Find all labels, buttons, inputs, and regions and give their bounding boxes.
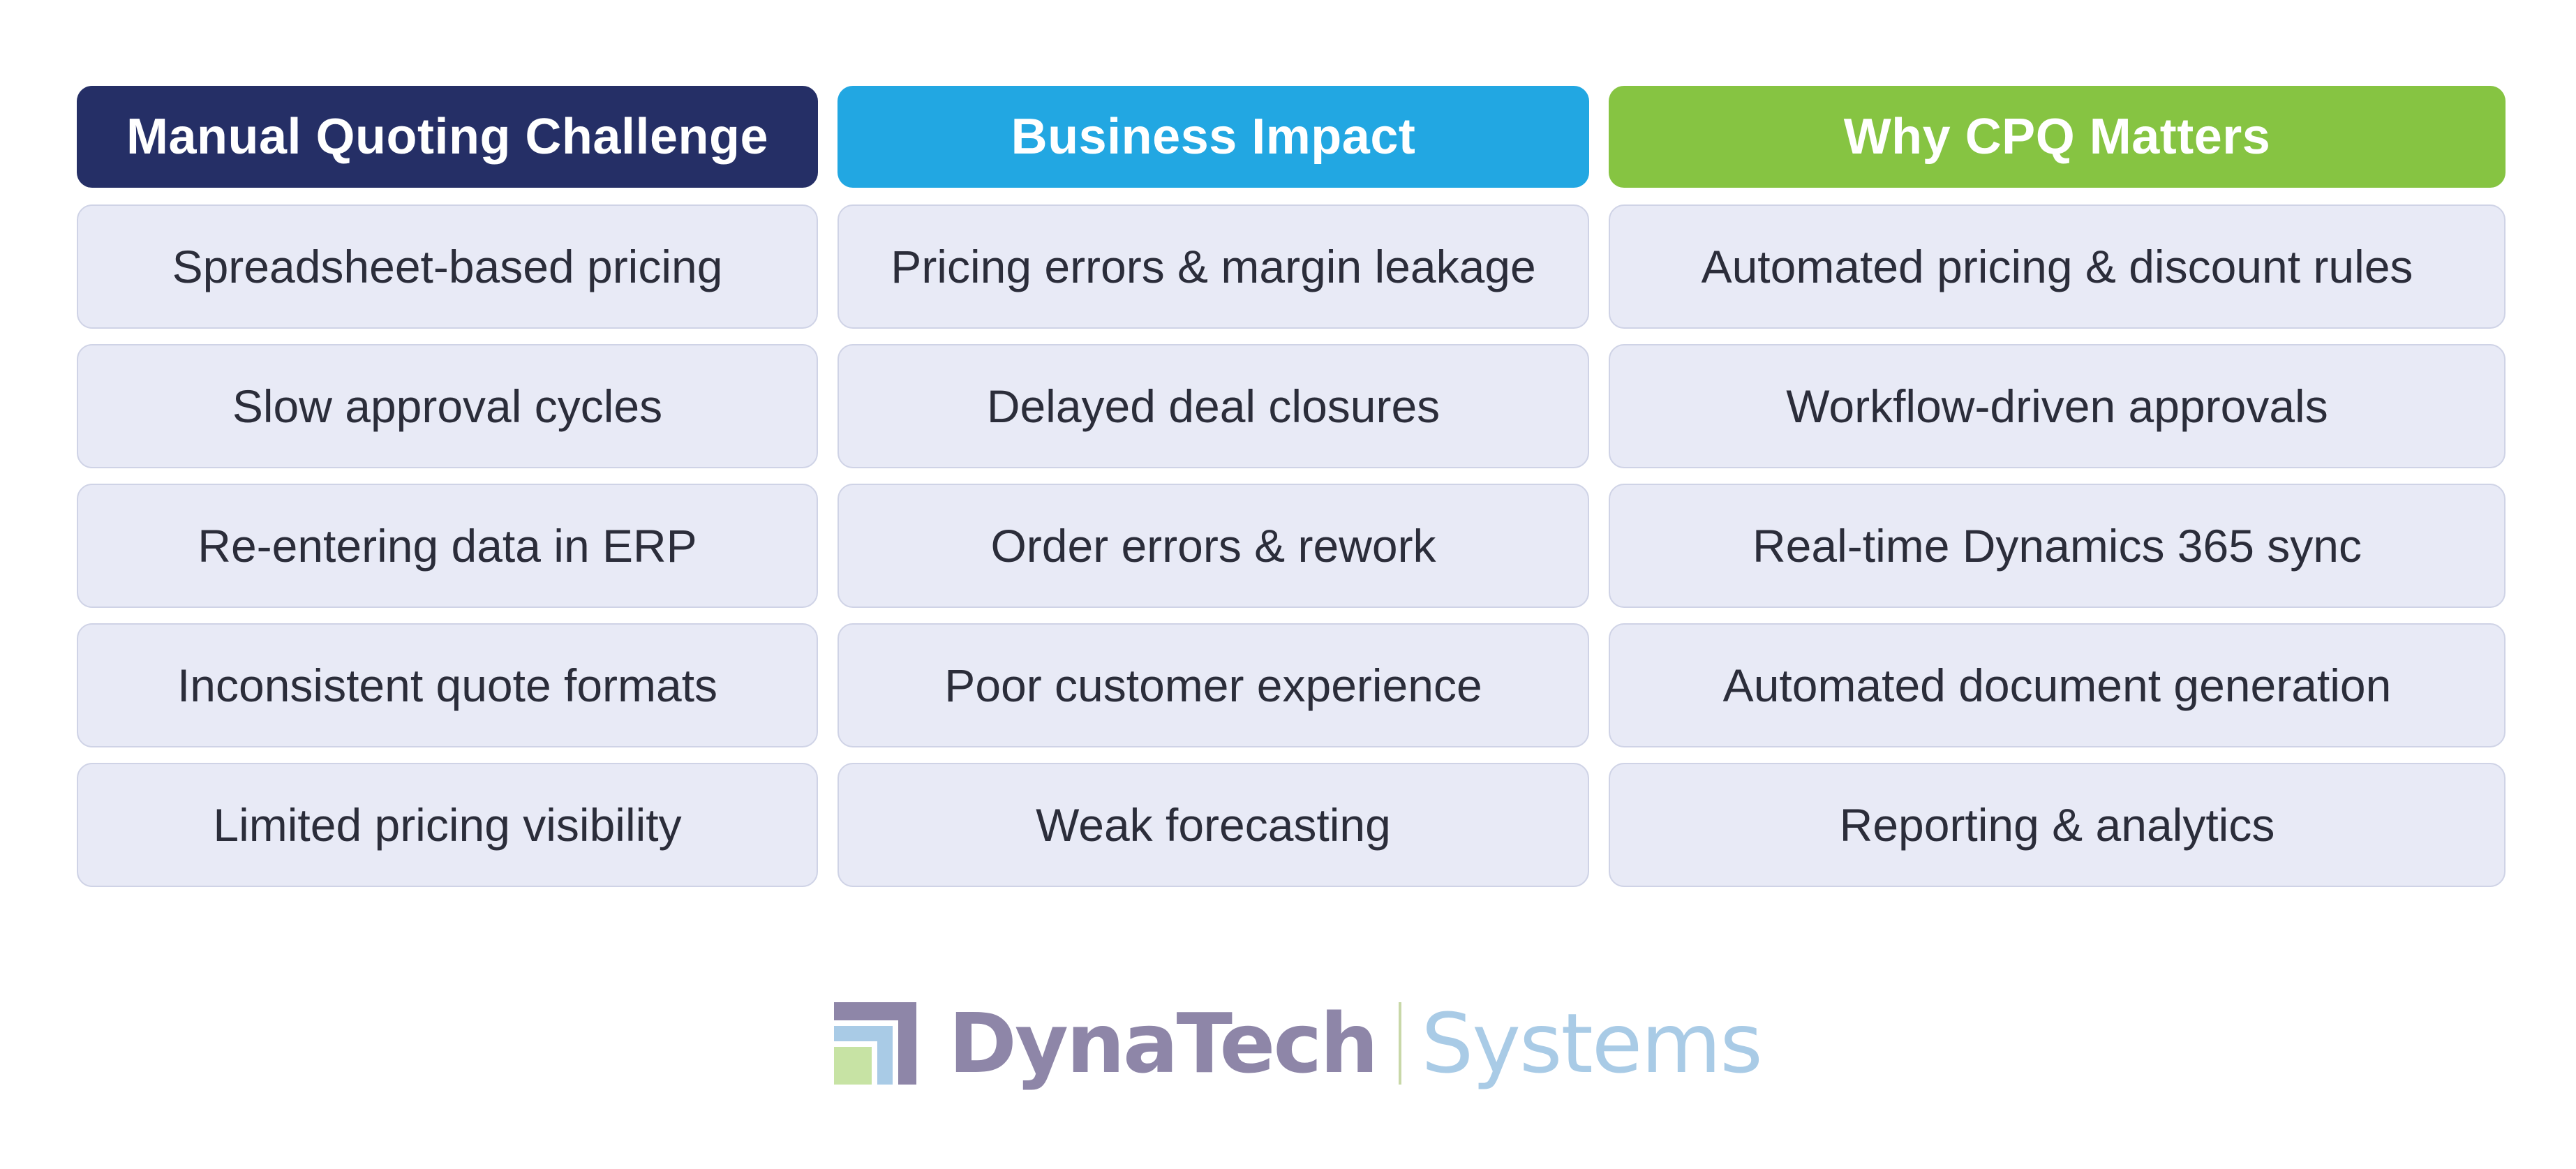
column-header-label: Business Impact [1011, 109, 1416, 165]
table-cell: Limited pricing visibility [77, 763, 818, 887]
logo-mark-icon [834, 1002, 916, 1085]
table-cell: Slow approval cycles [77, 344, 818, 468]
logo-wordmark-primary: DynaTech [948, 995, 1378, 1092]
table-cell: Real-time Dynamics 365 sync [1609, 484, 2506, 608]
table-cell: Automated document generation [1609, 623, 2506, 747]
column-challenge: Manual Quoting Challenge Spreadsheet-bas… [77, 86, 818, 887]
table-cell: Pricing errors & margin leakage [837, 204, 1589, 329]
column-header-label: Why CPQ Matters [1843, 109, 2271, 165]
column-header-impact: Business Impact [837, 86, 1589, 188]
table-cell: Reporting & analytics [1609, 763, 2506, 887]
column-why-cpq: Why CPQ Matters Automated pricing & disc… [1609, 86, 2506, 887]
column-header-label: Manual Quoting Challenge [126, 109, 768, 165]
column-header-why-cpq: Why CPQ Matters [1609, 86, 2506, 188]
table-cell: Automated pricing & discount rules [1609, 204, 2506, 329]
logo-wordmark-secondary: Systems [1421, 995, 1762, 1092]
company-logo: DynaTech Systems [834, 991, 1763, 1096]
table-cell: Workflow-driven approvals [1609, 344, 2506, 468]
table-cell: Order errors & rework [837, 484, 1589, 608]
column-impact: Business Impact Pricing errors & margin … [837, 86, 1589, 887]
column-header-challenge: Manual Quoting Challenge [77, 86, 818, 188]
table-cell: Inconsistent quote formats [77, 623, 818, 747]
table-cell: Spreadsheet-based pricing [77, 204, 818, 329]
table-cell: Delayed deal closures [837, 344, 1589, 468]
table-cell: Weak forecasting [837, 763, 1589, 887]
table-cell: Poor customer experience [837, 623, 1589, 747]
table-cell: Re-entering data in ERP [77, 484, 818, 608]
logo-separator [1399, 1002, 1402, 1085]
